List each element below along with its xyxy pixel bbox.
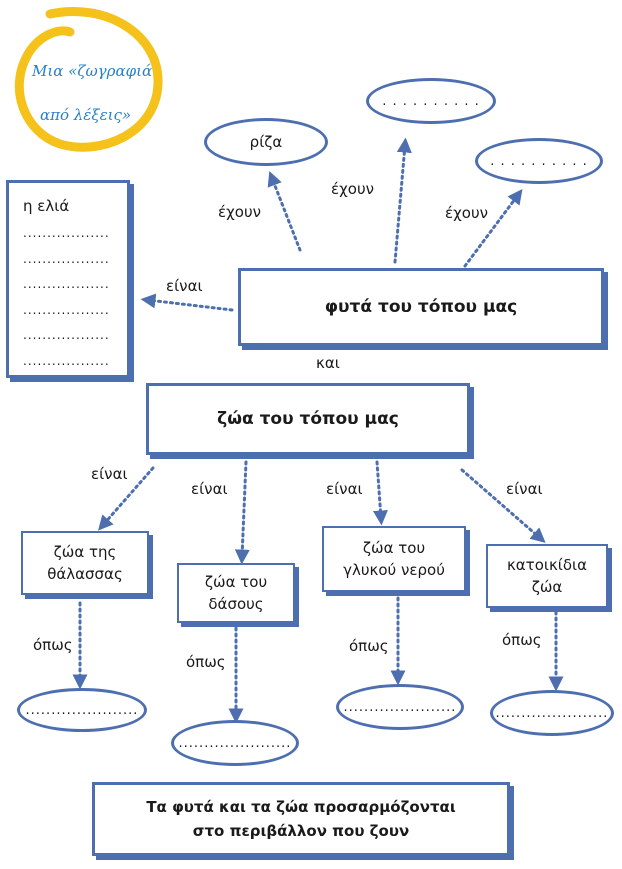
arrow-to-blank-mid (393, 137, 412, 264)
arrow-to-list (140, 293, 234, 312)
like-label-sea: όπως (33, 636, 73, 654)
list-blank-3: .................. (23, 277, 110, 291)
plants-title: φυτά του τόπου μας (324, 297, 518, 317)
conclusion-line1: Τα φυτά και τα ζώα προσαρμόζονται (146, 798, 456, 816)
root-text: ρίζα (249, 133, 283, 151)
logo-line1: Μια «ζωγραφιά (32, 62, 153, 80)
logo-line2: από λέξεις» (40, 106, 132, 124)
plants-list-box[interactable]: η ελιά .................. ..............… (6, 180, 130, 378)
category-freshwater-line2: γλυκού νερού (343, 561, 445, 579)
like-label-forest: όπως (186, 653, 226, 671)
animals-title: ζώα του τόπου μας (217, 409, 399, 429)
like-label-freshwater: όπως (349, 637, 389, 655)
is-label-sea: είναι (91, 465, 128, 483)
category-pets: κατοικίδια ζώα (486, 544, 608, 608)
list-blank-5: .................. (23, 328, 110, 342)
category-forest-line1: ζώα του (204, 573, 268, 591)
is-label-pets: είναι (506, 480, 543, 498)
like-label-pets: όπως (502, 631, 542, 649)
arrow-to-root (267, 171, 302, 252)
arrow-to-blank-right (463, 188, 523, 268)
arrow-to-freshwater (372, 460, 388, 526)
have-label-left: έχουν (218, 203, 262, 221)
list-blank-2: .................. (23, 251, 110, 266)
answer-ellipse-freshwater[interactable]: ...................... (336, 684, 464, 730)
answer-ellipse-sea[interactable]: ...................... (17, 688, 147, 732)
logo-swirl (14, 6, 163, 152)
logo: Μια «ζωγραφιά από λέξεις» (10, 6, 170, 154)
have-label-mid: έχουν (331, 180, 375, 198)
category-sea-line1: ζώα της (53, 543, 117, 561)
category-sea-line2: θάλασσας (47, 565, 123, 583)
is-label-plants: είναι (166, 277, 203, 295)
blank-ellipse-mid[interactable]: . . . . . . . . . . (366, 78, 496, 124)
blank-mid-text: . . . . . . . . . . (382, 93, 480, 109)
category-pets-line2: ζώα (531, 578, 563, 596)
conclusion-box: Τα φυτά και τα ζώα προσαρμόζονται στο πε… (92, 782, 510, 856)
list-first-item: η ελιά (23, 197, 70, 215)
plants-main-box: φυτά του τόπου μας (238, 268, 604, 346)
root-ellipse: ρίζα (204, 118, 328, 166)
answer-ellipse-pets[interactable]: ...................... (490, 690, 614, 736)
animals-main-box: ζώα του τόπου μας (146, 383, 470, 455)
list-blank-1: .................. (23, 226, 110, 240)
and-label: και (316, 354, 340, 372)
answer-sea-text: ...................... (25, 702, 139, 718)
category-forest-line2: δάσους (208, 595, 264, 613)
answer-freshwater-text: ...................... (343, 699, 457, 715)
category-forest: ζώα του δάσους (177, 563, 295, 623)
conclusion-line2: στο περιβάλλον που ζουν (192, 822, 410, 840)
blank-ellipse-right[interactable]: . . . . . . . . . . (475, 138, 603, 184)
arrow-to-sea (98, 466, 155, 531)
blank-right-text: . . . . . . . . . . (490, 153, 588, 169)
category-sea: ζώα της θάλασσας (21, 531, 149, 595)
is-label-freshwater: είναι (326, 480, 363, 498)
have-label-right: έχουν (445, 204, 489, 222)
list-blank-6: .................. (23, 353, 110, 368)
answer-pets-text: ...................... (495, 705, 609, 721)
arrow-to-pets (460, 468, 546, 543)
is-label-forest: είναι (191, 480, 228, 498)
category-pets-line1: κατοικίδια (506, 556, 588, 574)
arrow-to-forest (234, 460, 250, 565)
answer-forest-text: ...................... (178, 735, 292, 751)
category-freshwater-line1: ζώα του (362, 539, 426, 557)
list-blank-4: .................. (23, 302, 110, 317)
answer-ellipse-forest[interactable]: ...................... (171, 720, 299, 766)
category-freshwater: ζώα του γλυκού νερού (322, 526, 466, 592)
